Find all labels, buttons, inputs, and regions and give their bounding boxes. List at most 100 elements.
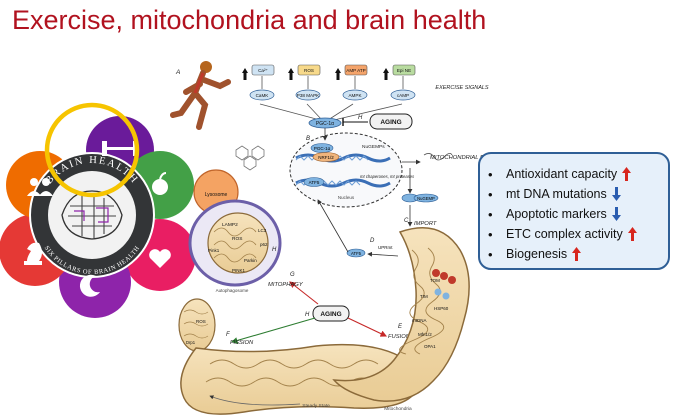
signal-input-label: ROS xyxy=(304,68,314,73)
panel-b-letter: B xyxy=(306,136,310,142)
pgc-label: PGC-1α xyxy=(316,121,334,127)
page-title: Exercise, mitochondria and brain health xyxy=(12,5,487,35)
fragments xyxy=(235,145,265,171)
bullet: • xyxy=(488,226,493,242)
effect-item: • Apoptotic markers xyxy=(488,204,668,224)
parkin-label: Parkin xyxy=(244,258,257,263)
uprmt-label: UPRmt xyxy=(378,245,393,250)
mfn-label: Mfn1/2 xyxy=(418,332,432,337)
effects-box: • Antioxidant capacity • mt DNA mutations • A… xyxy=(478,152,670,270)
increase-arrow-icon xyxy=(383,68,389,80)
lc3-label: LC3 xyxy=(258,228,267,233)
nugemp-label: NuGEMP xyxy=(417,196,435,201)
fusion-label: FUSION xyxy=(388,334,411,340)
nucleus-chaperones: mt chaperones, mt proteases xyxy=(360,174,415,179)
lysosome-label: Lysosome xyxy=(205,192,228,198)
panel-d-letter: D xyxy=(370,238,375,244)
aging-label-top: AGING xyxy=(380,119,401,126)
exercise-signals-label: EXERCISE SIGNALS xyxy=(435,85,489,91)
increase-arrow-icon xyxy=(288,68,294,80)
heart-icon xyxy=(149,249,171,268)
signal-input-label: Epi NE xyxy=(397,68,411,73)
nucleus-atf5: ATF5 xyxy=(309,180,320,185)
hsp60-label: HSP60 xyxy=(434,306,449,311)
effect-label: ETC complex activity xyxy=(506,227,623,241)
signal-input-label: AMP ATP xyxy=(346,68,366,73)
increase-arrow-icon xyxy=(242,68,248,80)
aging-node-bottom xyxy=(312,305,350,322)
signal-node-label: AMPK xyxy=(348,93,362,98)
brain-maze-icon xyxy=(48,171,136,259)
signal-input-box xyxy=(251,64,275,76)
effects-list: • Antioxidant capacity • mt DNA mutations • A… xyxy=(480,154,668,264)
biogenesis-label: MITOCHONDRIAL BIOGENESIS xyxy=(430,155,516,161)
svg-text:H: H xyxy=(305,312,310,318)
panel-c-letter: C xyxy=(404,218,409,224)
mitochondrion-bottom xyxy=(180,343,421,415)
highlight-circle xyxy=(44,102,140,198)
effect-label: Antioxidant capacity xyxy=(506,167,618,181)
signal-node-label: CaMK xyxy=(256,93,270,98)
fission-ros-label: ROS xyxy=(196,319,206,324)
opa1-label: OPA1 xyxy=(424,344,436,349)
nucleus-label: Nucleus xyxy=(338,195,355,200)
bullet: • xyxy=(488,186,493,202)
signal-input-box xyxy=(344,64,368,76)
runner-figure xyxy=(170,61,231,130)
effect-item: • mt DNA mutations xyxy=(488,184,668,204)
bullet: • xyxy=(488,246,493,262)
arrow-up-icon xyxy=(622,167,632,181)
steady-state-label: Steady State xyxy=(302,403,330,409)
signal-node xyxy=(249,89,275,101)
mitochondria-label: Mitochondria xyxy=(384,406,412,412)
tom-label: TOM xyxy=(430,278,440,283)
drp1-label: Drp1 xyxy=(186,340,196,345)
effect-label: mt DNA mutations xyxy=(506,187,607,201)
fission-label: FISSION xyxy=(230,340,254,346)
mitophagy-label: MITOPHAGY xyxy=(268,282,304,288)
p62-label: p62 xyxy=(260,242,268,247)
arrow-up-icon xyxy=(627,227,637,241)
chess-knight-icon xyxy=(24,242,42,265)
panel-a-letter: A xyxy=(175,69,180,76)
effect-item: • Antioxidant capacity xyxy=(488,164,668,184)
mtdna-label: mtDNA xyxy=(412,318,427,323)
bullet: • xyxy=(488,206,493,222)
lamp2-label: LAMP2 xyxy=(222,222,238,228)
tim-label: TIM xyxy=(420,294,428,299)
engulfed-mitochondrion xyxy=(207,212,269,274)
nucleus-nugemps: NuGEMPs xyxy=(362,144,385,150)
autophagosome-label: Autophagosome xyxy=(216,288,249,293)
signal-node xyxy=(295,89,321,101)
effect-label: Apoptotic markers xyxy=(506,207,607,221)
effect-item: •Biogenesis xyxy=(488,244,668,264)
signal-input-label: Ca²⁺ xyxy=(258,68,268,73)
arrow-up-icon xyxy=(572,247,582,261)
svg-text:G: G xyxy=(290,272,295,278)
import-label: IMPORT xyxy=(414,221,437,227)
signal-1: Ca²⁺ CaMK xyxy=(242,64,275,101)
aging-label-bottom: AGING xyxy=(320,311,341,318)
etc-complexes xyxy=(432,269,456,300)
signal-input-box xyxy=(297,64,321,76)
panel-f-letter: F xyxy=(226,332,230,338)
svg-text:H: H xyxy=(358,115,363,121)
autophagy-ros-label: ROS xyxy=(232,236,242,242)
signal-3: AMP ATP AMPK xyxy=(335,64,368,101)
people-icon xyxy=(27,178,53,196)
signal-node-label: cAMP xyxy=(397,93,409,98)
signal-node xyxy=(342,89,368,101)
effect-item: • ETC complex activity xyxy=(488,224,668,244)
moon-icon xyxy=(79,274,100,297)
panel-e-letter: E xyxy=(398,324,403,330)
signal-node xyxy=(390,89,416,101)
nucleus-pgc: PGC-1α xyxy=(314,146,331,151)
bullet: • xyxy=(488,166,493,182)
brain-health-badge: BRAIN HEALTH SIX PILLARS OF BRAIN HEALTH xyxy=(0,102,196,318)
apple-icon xyxy=(152,172,168,195)
signal-input-box xyxy=(392,64,416,76)
increase-arrow-icon xyxy=(335,68,341,80)
